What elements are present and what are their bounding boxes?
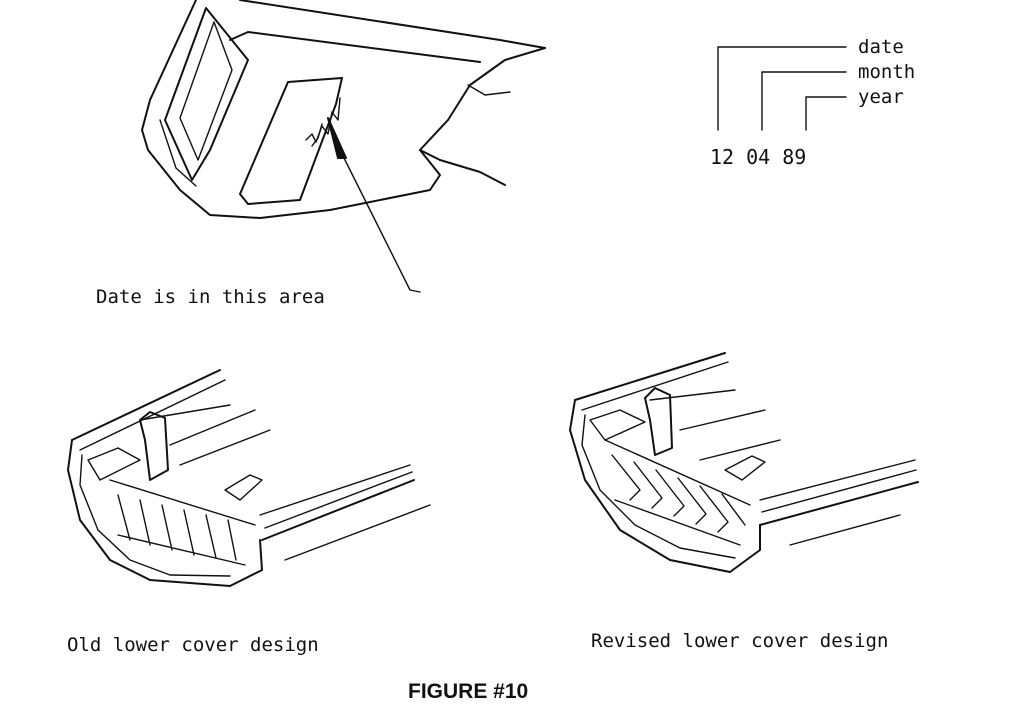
date-code-digits: 12 04 89 bbox=[710, 145, 806, 169]
revised-cover-label: Revised lower cover design bbox=[591, 630, 888, 652]
date-label: date bbox=[858, 36, 904, 58]
year-label: year bbox=[858, 86, 904, 108]
revised-lower-cover-drawing bbox=[569, 352, 919, 573]
date-leader-line bbox=[717, 46, 847, 131]
old-lower-cover-drawing bbox=[67, 369, 431, 587]
callout-text: Date is in this area bbox=[96, 286, 325, 308]
device-drawing bbox=[141, 0, 546, 293]
month-leader-line bbox=[761, 71, 847, 131]
figure-title: FIGURE #10 bbox=[408, 680, 528, 703]
date-code-legend bbox=[717, 46, 847, 131]
month-label: month bbox=[858, 61, 915, 83]
year-leader-line bbox=[805, 96, 847, 131]
old-cover-label: Old lower cover design bbox=[67, 634, 319, 656]
